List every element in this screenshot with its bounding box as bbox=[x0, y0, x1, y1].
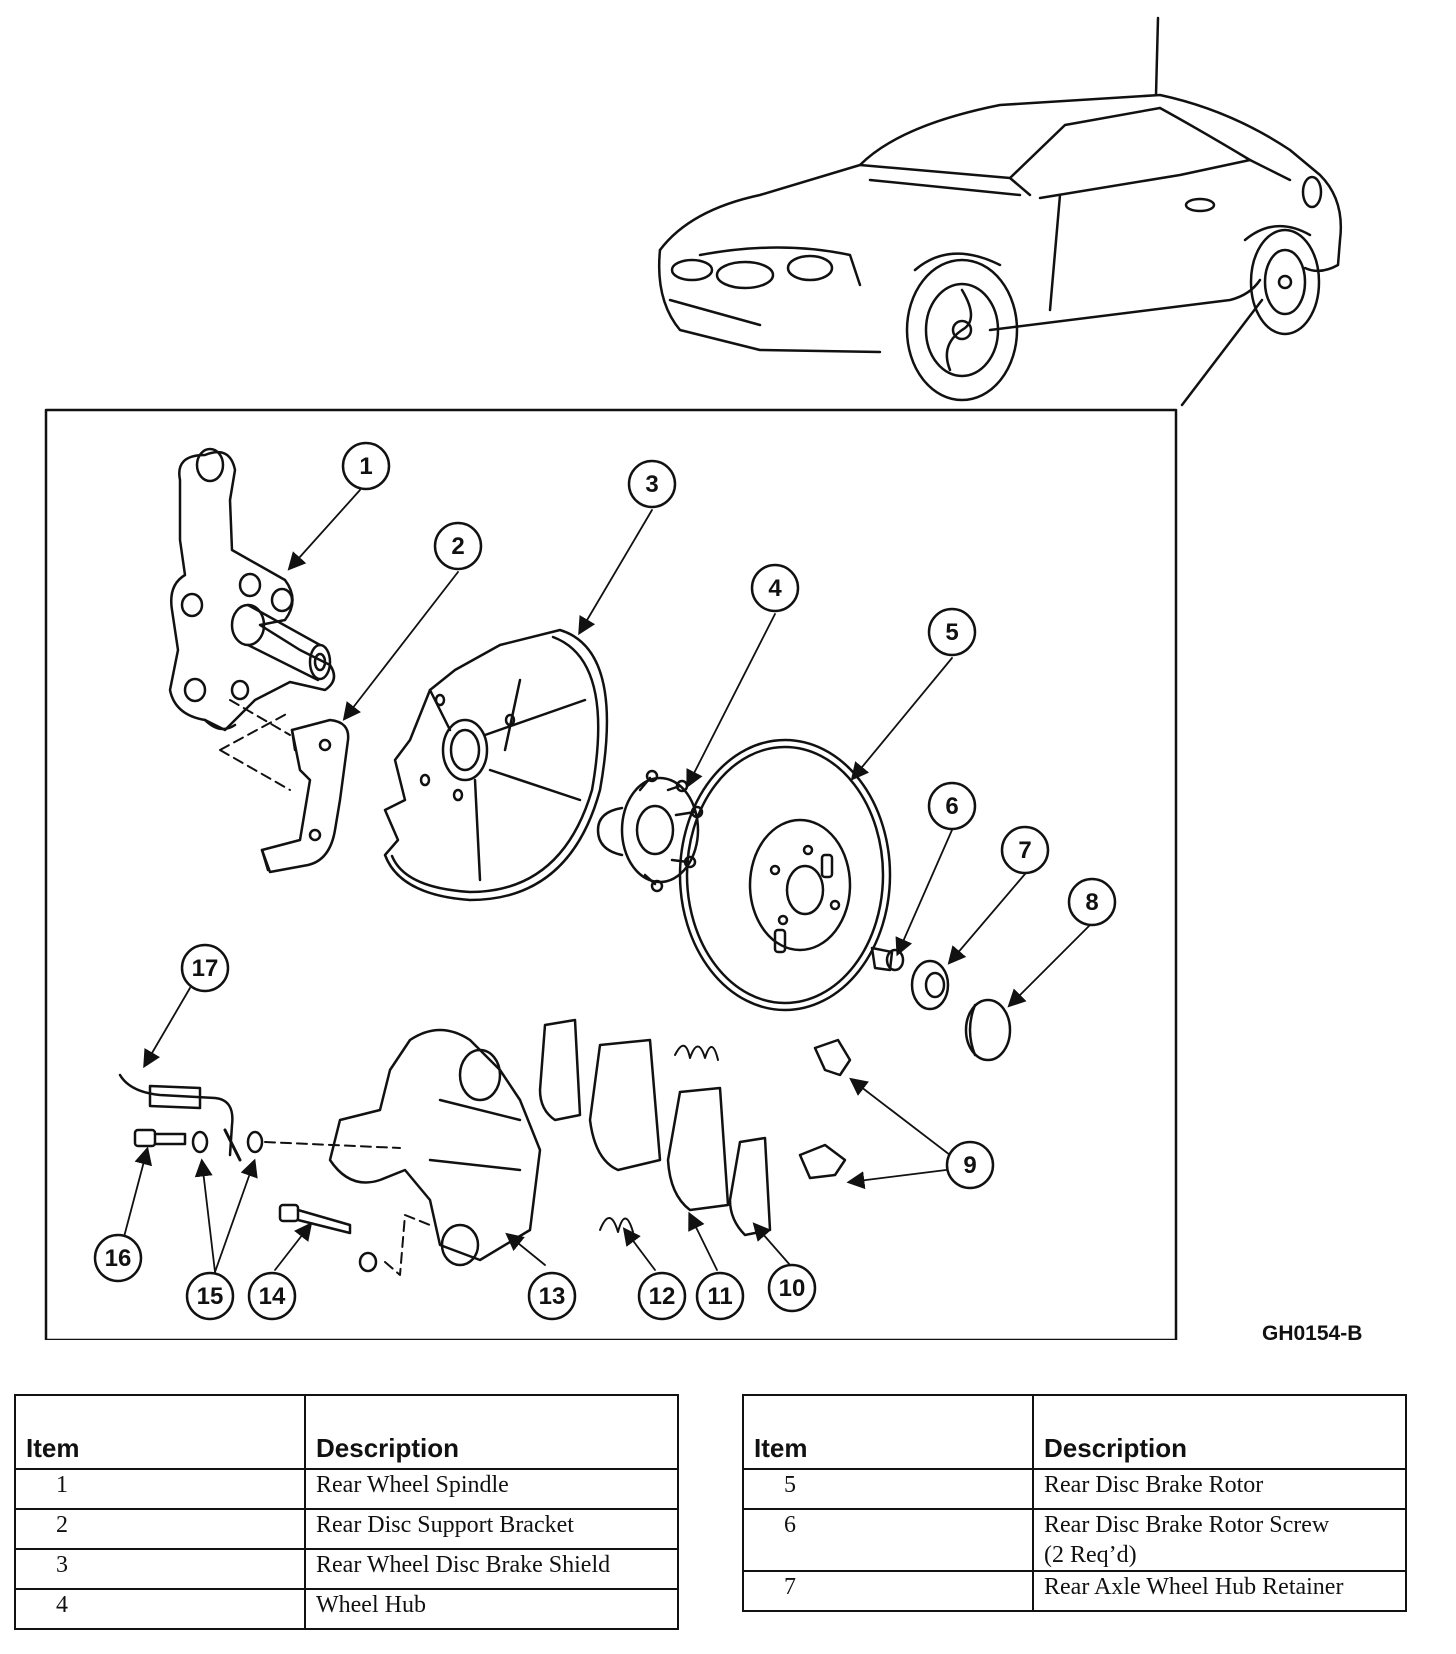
item-description: Rear Axle Wheel Hub Retainer bbox=[1032, 1570, 1407, 1612]
item-description: Rear Wheel Spindle bbox=[304, 1468, 679, 1510]
detail-frame bbox=[44, 408, 1178, 1340]
callout-circle bbox=[185, 1271, 235, 1321]
callout-circle bbox=[750, 563, 800, 613]
caliper-part bbox=[328, 1028, 542, 1267]
callout-number: 14 bbox=[259, 1283, 286, 1310]
callout-number: 1 bbox=[359, 453, 372, 480]
callout-number: 8 bbox=[1085, 889, 1098, 916]
callout-number: 6 bbox=[945, 793, 958, 820]
legend-header-row: Item Description bbox=[14, 1394, 679, 1470]
callout-circle bbox=[433, 521, 483, 571]
table-row: 3 Rear Wheel Disc Brake Shield bbox=[14, 1548, 679, 1590]
vehicle-illustration bbox=[657, 16, 1342, 407]
item-number: 3 bbox=[14, 1548, 306, 1590]
callout-number: 4 bbox=[768, 575, 782, 602]
callout-number: 17 bbox=[192, 955, 219, 982]
item-description-line: (2 Req’d) bbox=[1044, 1542, 1137, 1568]
brake-hose-part bbox=[118, 1073, 234, 1157]
callout-circle bbox=[180, 943, 230, 993]
header-description: Description bbox=[304, 1394, 679, 1470]
item-number: 5 bbox=[742, 1468, 1034, 1510]
table-row: 7 Rear Axle Wheel Hub Retainer bbox=[742, 1570, 1407, 1612]
rear-wheel-disc-brake-shield-part bbox=[383, 628, 609, 902]
header-item: Item bbox=[14, 1394, 306, 1470]
callout-circle bbox=[247, 1271, 297, 1321]
table-row: 6 Rear Disc Brake Rotor Screw (2 Req’d) bbox=[742, 1508, 1407, 1572]
brake-pad-parts bbox=[538, 1018, 772, 1237]
item-number: 4 bbox=[14, 1588, 306, 1630]
grease-cap-part bbox=[964, 998, 1012, 1062]
callout-circle bbox=[927, 607, 977, 657]
table-row: 1 Rear Wheel Spindle bbox=[14, 1468, 679, 1510]
callout-circle bbox=[767, 1263, 817, 1313]
callout-circle bbox=[1000, 825, 1050, 875]
item-description: Wheel Hub bbox=[304, 1588, 679, 1630]
callout-circle bbox=[341, 441, 391, 491]
rotor-screw-part bbox=[870, 946, 905, 972]
legend-table-left: Item Description 1 Rear Wheel Spindle 2 … bbox=[14, 1394, 679, 1630]
item-number: 6 bbox=[742, 1508, 1034, 1572]
callout-circle bbox=[927, 781, 977, 831]
callout-number: 12 bbox=[649, 1283, 676, 1310]
callout-circle bbox=[93, 1233, 143, 1283]
callout-number: 11 bbox=[707, 1283, 732, 1310]
callout-number: 15 bbox=[197, 1283, 224, 1310]
item-description-line: Rear Disc Brake Rotor Screw bbox=[1044, 1512, 1330, 1538]
wheel-hub-retainer-part bbox=[910, 959, 950, 1011]
legend-header-row: Item Description bbox=[742, 1394, 1407, 1470]
rear-disc-brake-rotor-part bbox=[678, 738, 892, 1012]
callout-number: 10 bbox=[779, 1275, 806, 1302]
header-item: Item bbox=[742, 1394, 1034, 1470]
header-description: Description bbox=[1032, 1394, 1407, 1470]
callout-number: 9 bbox=[963, 1152, 976, 1179]
legend-table-right: Item Description 5 Rear Disc Brake Rotor… bbox=[742, 1394, 1407, 1612]
item-description: Rear Disc Brake Rotor bbox=[1032, 1468, 1407, 1510]
item-number: 2 bbox=[14, 1508, 306, 1550]
anti-rattle-clip-parts bbox=[798, 1038, 852, 1180]
figure-code: GH0154-B bbox=[1262, 1322, 1363, 1345]
callout-circle bbox=[637, 1271, 687, 1321]
callout-circle bbox=[695, 1271, 745, 1321]
callout-number: 13 bbox=[539, 1283, 566, 1310]
table-row: 5 Rear Disc Brake Rotor bbox=[742, 1468, 1407, 1510]
callout-circle bbox=[1067, 877, 1117, 927]
bolts-and-washers-parts bbox=[133, 1128, 431, 1276]
item-description: Rear Disc Support Bracket bbox=[304, 1508, 679, 1550]
callout-circle bbox=[527, 1271, 577, 1321]
callout-circle bbox=[945, 1140, 995, 1190]
leader-lines bbox=[119, 489, 1091, 1273]
callout-circle bbox=[627, 459, 677, 509]
callout-number: 16 bbox=[105, 1245, 132, 1272]
item-description: Rear Disc Brake Rotor Screw (2 Req’d) bbox=[1032, 1508, 1407, 1572]
callout-number: 5 bbox=[945, 619, 958, 646]
callout-number: 7 bbox=[1018, 837, 1031, 864]
rear-wheel-spindle-part bbox=[168, 447, 336, 732]
callout-number: 2 bbox=[451, 533, 464, 560]
item-description: Rear Wheel Disc Brake Shield bbox=[304, 1548, 679, 1590]
item-number: 7 bbox=[742, 1570, 1034, 1612]
table-row: 4 Wheel Hub bbox=[14, 1588, 679, 1630]
item-number: 1 bbox=[14, 1468, 306, 1510]
rear-disc-support-bracket-part bbox=[219, 699, 350, 874]
callout-number: 3 bbox=[645, 471, 658, 498]
table-row: 2 Rear Disc Support Bracket bbox=[14, 1508, 679, 1550]
